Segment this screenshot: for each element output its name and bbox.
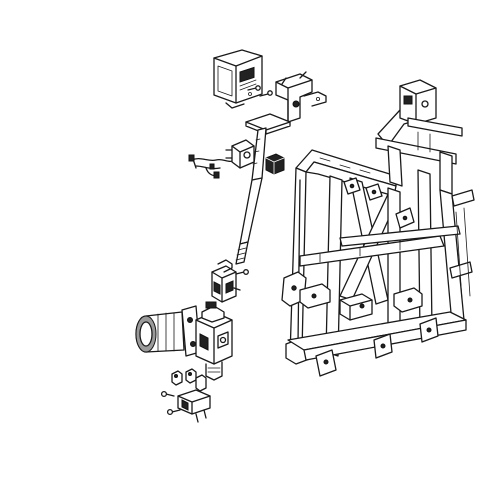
steering-column <box>235 113 291 265</box>
control-module <box>213 49 263 109</box>
bolt-set-upper <box>247 85 273 97</box>
universal-joint <box>211 259 249 303</box>
steering-gearbox <box>195 301 233 381</box>
power-steering-motor <box>135 305 201 357</box>
mounting-bracket <box>275 71 327 123</box>
lower-bracket <box>160 389 211 423</box>
wiring-harness <box>188 154 237 179</box>
vehicle-frame <box>281 79 475 377</box>
clamp-collar <box>225 139 255 169</box>
bushing <box>265 153 285 175</box>
lower-fastener-group <box>171 368 207 392</box>
